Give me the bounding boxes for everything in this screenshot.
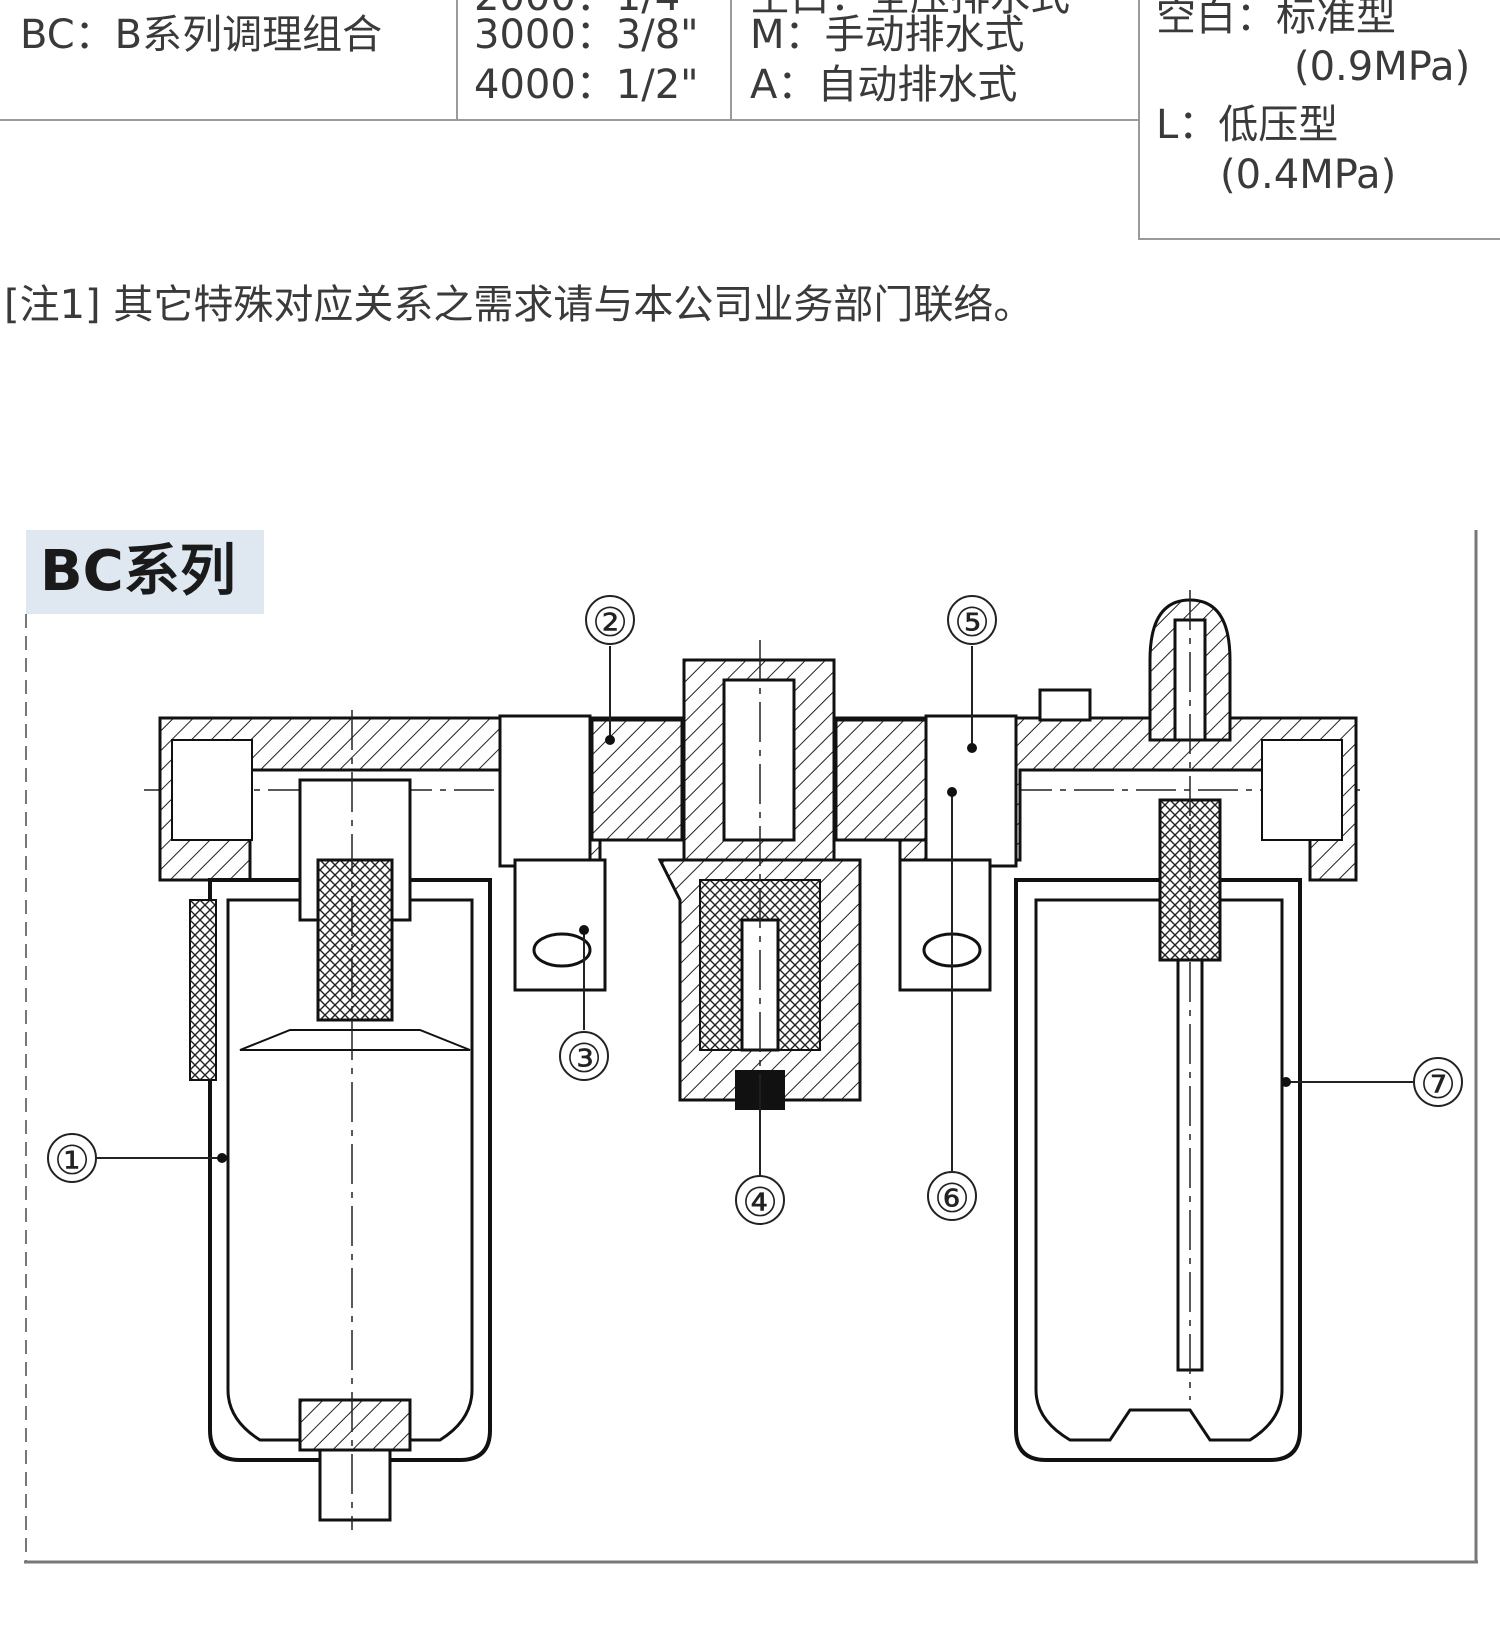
- table-col1: BC：B系列调理组合: [20, 12, 383, 58]
- regulator-unit: [657, 640, 862, 1120]
- spec-table: 2000：1/4" 空白：全压排水式 BC：B系列调理组合 3000：3/8" …: [0, 0, 1500, 240]
- series-label: BC系列: [26, 530, 264, 614]
- table-col4-line2: (0.9MPa): [1294, 44, 1471, 90]
- table-col4-line1: 空白：标准型: [1156, 0, 1396, 40]
- callout-5: ⑤: [947, 595, 997, 753]
- table-divider: [0, 119, 1140, 121]
- connector-left: [498, 714, 684, 992]
- connector-right: [834, 714, 1018, 992]
- table-divider: [730, 0, 732, 120]
- filter-unit: [189, 710, 492, 1530]
- lubricator-unit: [1014, 590, 1302, 1462]
- callout-3: ③: [559, 925, 609, 1082]
- callout-1: ①: [47, 1133, 227, 1184]
- callout-label: ③: [566, 1036, 602, 1082]
- table-col4-line3: L：低压型: [1156, 102, 1339, 148]
- table-col3-row2: A：自动排水式: [750, 62, 1018, 108]
- body-port-right: [1261, 739, 1343, 841]
- callout-4: ④: [735, 1110, 785, 1226]
- table-col4-line4: (0.4MPa): [1220, 152, 1397, 198]
- callout-label: ⑦: [1420, 1062, 1456, 1108]
- callout-label: ②: [592, 600, 628, 646]
- table-col2-row1: 3000：3/8": [474, 12, 699, 58]
- table-divider: [456, 0, 458, 120]
- callout-label: ⑥: [934, 1176, 970, 1222]
- callout-2: ②: [585, 595, 635, 745]
- body-port-left: [171, 739, 253, 841]
- cross-section-diagram: ① ② ③ ④ ⑤ ⑥ ⑦: [24, 530, 1478, 1564]
- callout-label: ⑤: [954, 600, 990, 646]
- callout-label: ④: [742, 1180, 778, 1226]
- table-col2-top-partial: 2000：1/4": [474, 0, 699, 22]
- table-col3-top-partial: 空白：全压排水式: [750, 0, 1070, 22]
- callout-label: ①: [54, 1138, 90, 1184]
- table-divider: [1138, 238, 1500, 240]
- callout-6: ⑥: [927, 787, 977, 1222]
- footnote: [注1] 其它特殊对应关系之需求请与本公司业务部门联络。: [4, 282, 1034, 328]
- callout-7: ⑦: [1281, 1057, 1463, 1108]
- table-col2-row2: 4000：1/2": [474, 62, 699, 108]
- table-col3-row1: M：手动排水式: [750, 12, 1025, 58]
